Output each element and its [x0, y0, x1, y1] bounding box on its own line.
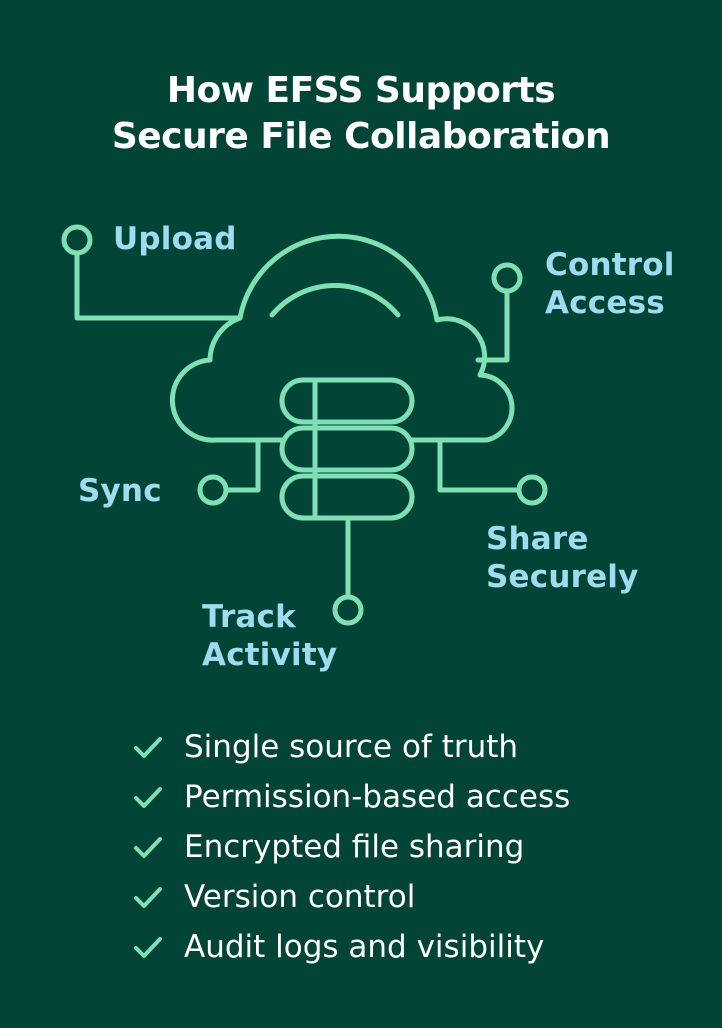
- page-title: How EFSS Supports Secure File Collaborat…: [0, 68, 722, 160]
- checkmark-icon: [134, 787, 162, 808]
- list-item-text: Version control: [184, 879, 416, 915]
- checkmark-icon: [134, 737, 162, 758]
- list-item: Version control: [132, 872, 570, 922]
- cloud-icon: [170, 233, 515, 443]
- list-item-text: Permission-based access: [184, 779, 571, 815]
- control-access-connector: [475, 262, 523, 363]
- checkmark-icon: [134, 837, 162, 858]
- title-line-1: How EFSS Supports: [166, 70, 556, 111]
- track-activity-line-2: Activity: [202, 637, 338, 673]
- share-securely-connector: [437, 437, 548, 506]
- share-securely-line-2: Securely: [486, 559, 639, 595]
- list-item: Audit logs and visibility: [132, 922, 570, 972]
- track-activity-connector: [332, 515, 364, 626]
- list-item-text: Audit logs and visibility: [184, 929, 545, 965]
- checkmark-icon: [134, 937, 162, 958]
- control-access-line-1: Control: [545, 247, 675, 283]
- cloud-arc: [269, 282, 401, 318]
- database-icon: [279, 377, 415, 521]
- control-access-line-2: Access: [545, 285, 665, 321]
- list-item: Permission-based access: [132, 772, 570, 822]
- upload-connector: [61, 224, 243, 321]
- list-item-text: Single source of truth: [184, 729, 519, 765]
- upload-label: Upload: [113, 220, 237, 258]
- title-line-2: Secure File Collaboration: [111, 116, 611, 157]
- sync-connector: [197, 437, 261, 506]
- sync-label-text: Sync: [78, 473, 162, 509]
- sync-label: Sync: [78, 472, 162, 510]
- track-activity-label: Track Activity: [202, 598, 337, 674]
- control-access-label: Control Access: [545, 246, 675, 322]
- list-item: Encrypted file sharing: [132, 822, 570, 872]
- list-item: Single source of truth: [132, 722, 570, 772]
- benefits-checklist: Single source of truth Permission-based …: [132, 722, 570, 972]
- list-item-text: Encrypted file sharing: [184, 829, 525, 865]
- share-securely-line-1: Share: [486, 521, 589, 557]
- share-securely-label: Share Securely: [486, 520, 639, 596]
- track-activity-line-1: Track: [202, 599, 296, 635]
- upload-label-text: Upload: [113, 221, 237, 257]
- checkmark-icon: [134, 887, 162, 908]
